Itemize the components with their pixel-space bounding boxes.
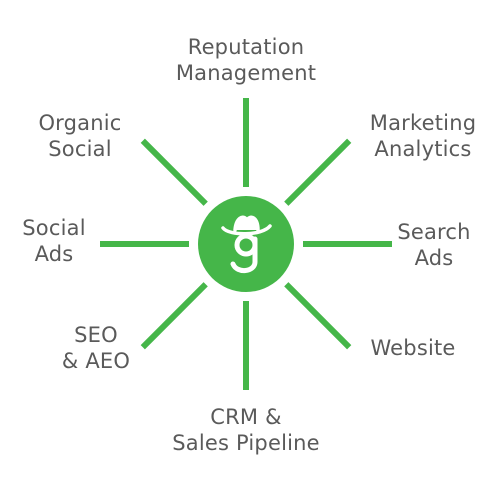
- g-logo-with-cowboy-hat-icon: [221, 215, 272, 273]
- label-line: Search: [397, 220, 471, 244]
- label-line: Sales Pipeline: [172, 431, 320, 455]
- spoke-label-reputation-management: Reputation Management: [165, 34, 327, 86]
- spoke-line-organic-social: [140, 138, 208, 206]
- spoke-label-organic-social: Organic Social: [22, 110, 138, 162]
- spoke-label-marketing-analytics: Marketing Analytics: [358, 110, 488, 162]
- label-line: Social: [48, 137, 112, 161]
- spoke-label-social-ads: Social Ads: [8, 215, 100, 267]
- label-line: CRM &: [210, 405, 282, 429]
- label-line: Marketing: [369, 111, 477, 135]
- label-line: Ads: [414, 246, 454, 270]
- label-line: Reputation: [187, 35, 305, 59]
- spoke-label-crm-sales-pipeline: CRM & Sales Pipeline: [156, 404, 336, 456]
- label-line: Website: [370, 336, 456, 360]
- label-line: Social: [22, 216, 86, 240]
- label-line: SEO: [74, 323, 118, 347]
- label-line: Ads: [34, 242, 74, 266]
- label-line: Organic: [38, 111, 122, 135]
- spoke-label-search-ads: Search Ads: [386, 219, 482, 271]
- label-line: Management: [175, 61, 317, 85]
- spoke-line-website: [284, 282, 352, 350]
- label-line: & AEO: [61, 349, 131, 373]
- label-line: Analytics: [374, 137, 472, 161]
- spoke-label-seo-aeo: SEO & AEO: [48, 322, 144, 374]
- spoke-label-website: Website: [358, 335, 468, 361]
- spoke-lines: [100, 98, 392, 390]
- spoke-line-marketing-analytics: [284, 138, 352, 206]
- hub-circle: [198, 196, 294, 292]
- spoke-line-seo: [140, 282, 208, 350]
